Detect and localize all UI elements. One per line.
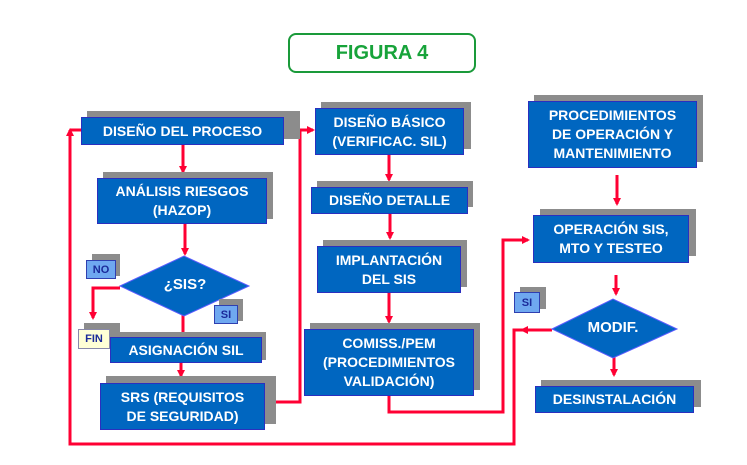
sis-decision-diamond [118, 255, 251, 317]
sis-decision-label: ¿SIS? [163, 276, 207, 293]
modif-decision-label: MODIF. [587, 319, 639, 336]
modif-decision-diamond [550, 298, 679, 359]
arrow-comiss-operacion [387, 236, 530, 414]
figure-title: FIGURA 4 [288, 33, 476, 73]
arrow-sis-no [89, 286, 120, 320]
arrow-srs-basico [264, 126, 315, 404]
